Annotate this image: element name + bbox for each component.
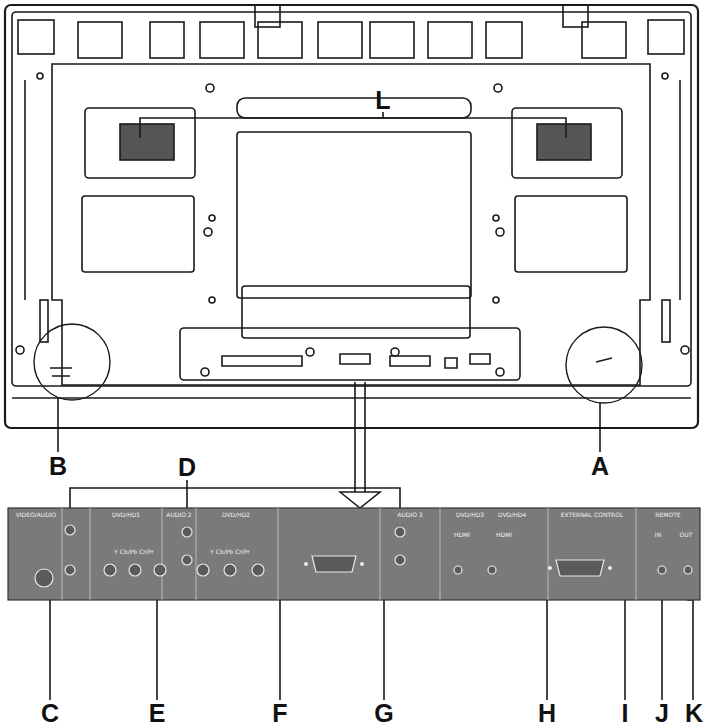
panel-label: AUDIO 3 xyxy=(397,512,422,518)
panel-label: DVD/HD3 xyxy=(456,512,484,518)
panel-label: IN xyxy=(655,532,661,538)
callout-letter: K xyxy=(685,701,703,726)
callout-letter: B xyxy=(49,454,67,479)
panel-label: DVD/HD1 xyxy=(112,512,140,518)
callout-letter: C xyxy=(41,701,59,726)
panel-label: Y Cb/Pb Cr/Pr xyxy=(114,549,154,555)
callout-letter: E xyxy=(149,701,166,726)
panel-label: HDMI xyxy=(454,532,470,538)
panel-label: DVD/HD4 xyxy=(498,512,526,518)
callout-letter: A xyxy=(591,454,609,479)
panel-label: HDMI xyxy=(496,532,512,538)
callout-letter: F xyxy=(272,701,287,726)
callout-letter: J xyxy=(655,701,669,726)
callout-letter: D xyxy=(178,455,196,480)
panel-label: AUDIO 2 xyxy=(166,512,191,518)
callout-letter: G xyxy=(374,701,393,726)
callout-letter: L xyxy=(375,88,390,113)
panel-label: OUT xyxy=(680,532,693,538)
panel-label: DVD/HD2 xyxy=(222,512,250,518)
panel-label: REMOTE xyxy=(655,512,680,518)
panel-label: VIDEO/AUDIO xyxy=(16,512,57,518)
panel-label: Y Cb/Pb Cr/Pr xyxy=(210,549,250,555)
callout-letter: H xyxy=(538,701,556,726)
callout-letter: I xyxy=(622,701,629,726)
panel-label: EXTERNAL CONTROL xyxy=(561,512,624,518)
